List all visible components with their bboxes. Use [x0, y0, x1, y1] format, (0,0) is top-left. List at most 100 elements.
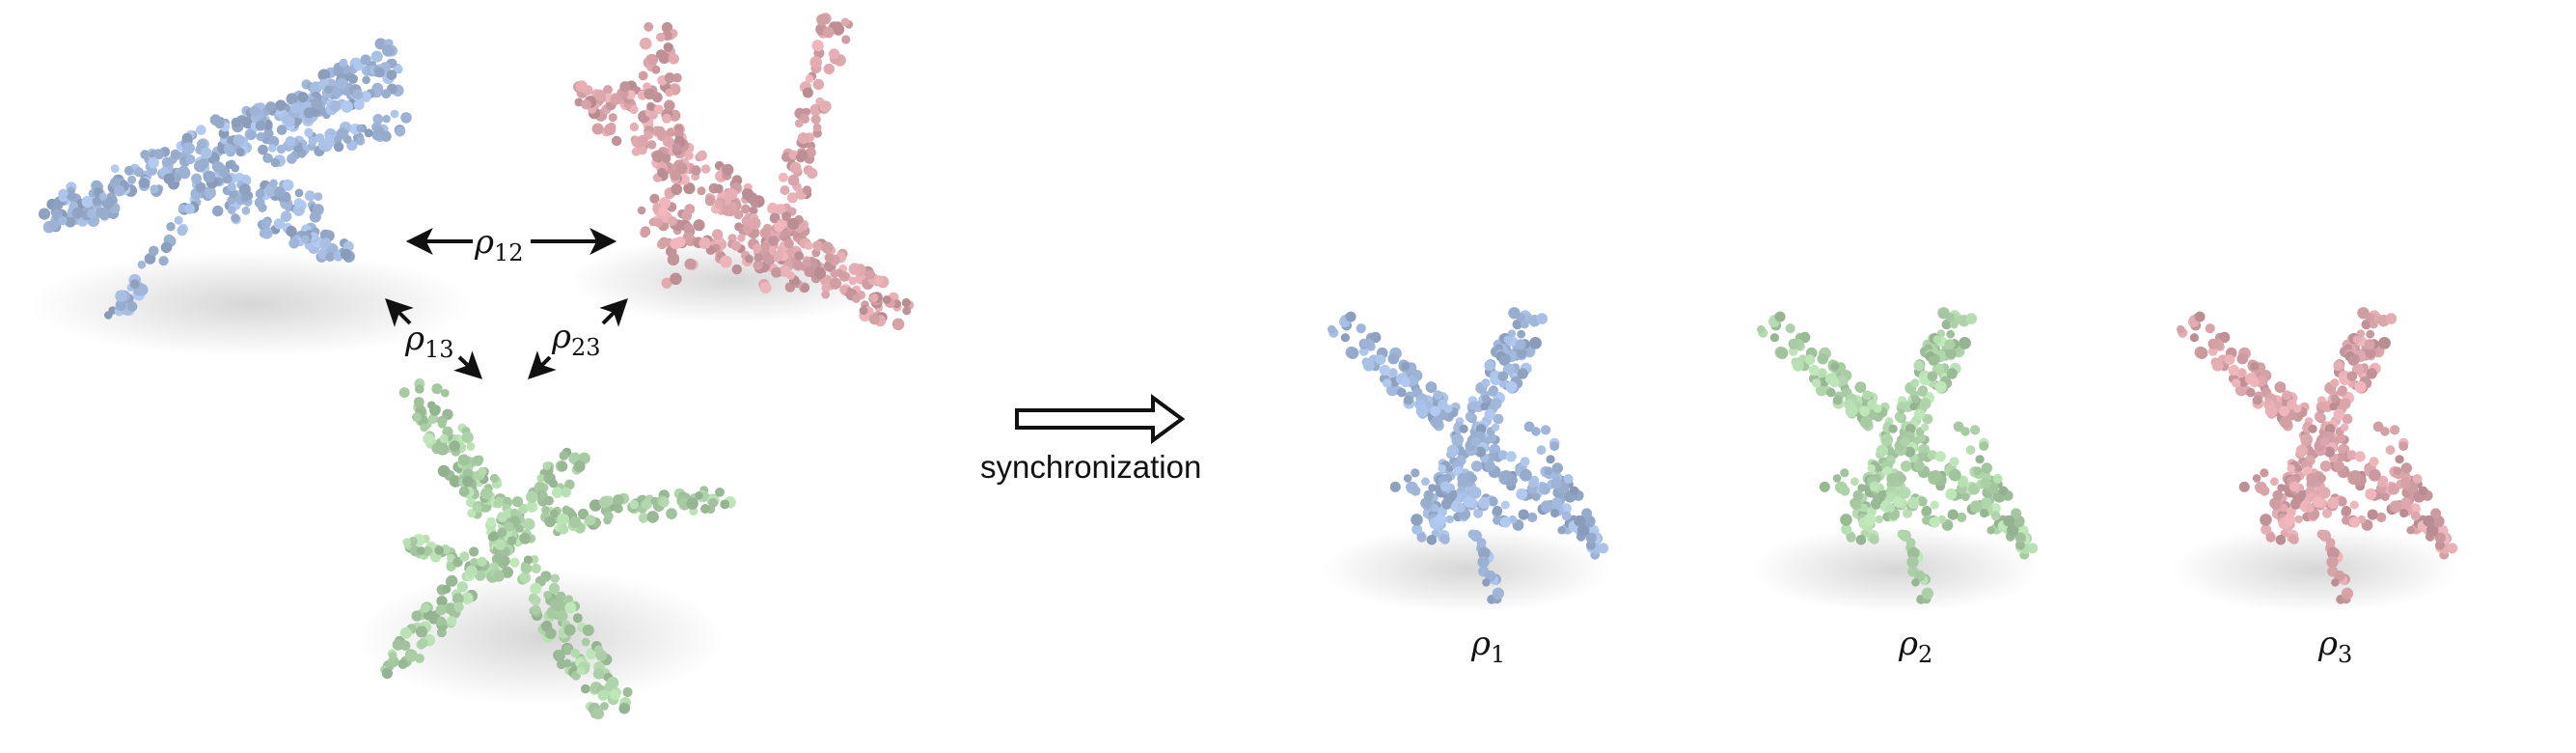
cloud-point — [1949, 457, 1959, 467]
cloud-point — [829, 277, 842, 290]
cloud-point — [1468, 401, 1478, 410]
pairwise-arrows — [385, 228, 628, 379]
point-cloud-plane-red — [573, 13, 915, 331]
cloud-point — [781, 211, 791, 221]
cloud-point — [2317, 401, 2326, 410]
cloud-point — [182, 142, 195, 155]
cloud-point — [2252, 474, 2261, 483]
cloud-point — [629, 499, 640, 510]
cloud-point — [1917, 386, 1928, 397]
cloud-point — [671, 142, 681, 152]
cloud-point — [2014, 532, 2026, 544]
cloud-point — [604, 124, 617, 136]
cloud-point — [1550, 477, 1563, 489]
cloud-point — [287, 153, 297, 164]
cloud-point — [661, 21, 673, 34]
cloud-point — [714, 200, 724, 209]
cloud-point — [1945, 348, 1957, 359]
cloud-point — [813, 266, 827, 279]
cloud-point — [1503, 335, 1513, 344]
cloud-point — [805, 74, 814, 83]
cloud-point — [265, 101, 277, 113]
cloud-point — [2232, 378, 2241, 388]
cloud-point — [135, 283, 149, 296]
cloud-point — [2376, 512, 2387, 523]
cloud-point — [1518, 509, 1529, 520]
label-rho-1: ρ1 — [1470, 625, 1505, 668]
cloud-point — [402, 538, 412, 546]
cloud-point — [2369, 320, 2378, 329]
cloud-point — [824, 253, 835, 263]
cloud-point — [446, 574, 458, 587]
cloud-point — [501, 566, 514, 578]
cloud-point — [2346, 371, 2358, 382]
cloud-point — [1888, 424, 1898, 433]
cloud-point — [2312, 496, 2324, 508]
cloud-point — [392, 638, 404, 651]
cloud-point — [562, 505, 571, 515]
cloud-point — [461, 592, 474, 604]
cloud-point — [1788, 347, 1798, 356]
cloud-point — [1941, 319, 1952, 330]
cloud-point — [2329, 402, 2338, 411]
cloud-point — [1387, 352, 1400, 365]
cloud-point — [523, 555, 534, 565]
cloud-point — [1517, 329, 1526, 339]
cloud-point — [1370, 331, 1382, 344]
cloud-point — [1832, 395, 1843, 405]
cloud-point — [1913, 360, 1925, 372]
cloud-point — [1428, 484, 1437, 492]
cloud-point — [197, 182, 206, 192]
cloud-point — [286, 225, 297, 237]
cloud-point — [360, 91, 371, 102]
cloud-point — [2337, 496, 2347, 507]
cloud-point — [1850, 497, 1861, 509]
cloud-point — [374, 67, 385, 78]
cloud-point — [551, 487, 563, 498]
cloud-point — [812, 123, 822, 132]
cloud-point — [1876, 444, 1889, 458]
cloud-point — [559, 451, 569, 460]
cloud-point — [2277, 484, 2286, 492]
cloud-point — [670, 169, 681, 181]
cloud-point — [1829, 377, 1840, 388]
cloud-point — [577, 508, 589, 520]
cloud-point — [1397, 387, 1407, 398]
cloud-point — [1505, 380, 1518, 393]
cloud-point — [1467, 529, 1478, 540]
cloud-point — [712, 229, 724, 240]
cloud-point — [670, 272, 682, 286]
cloud-point — [115, 299, 126, 311]
cloud-point — [700, 504, 710, 514]
cloud-point — [543, 591, 552, 600]
cloud-point — [1992, 474, 2003, 484]
cloud-point — [238, 183, 251, 196]
cloud-point — [2316, 529, 2327, 540]
cloud-point — [304, 190, 315, 202]
cloud-point — [2317, 474, 2326, 483]
cloud-point — [362, 75, 370, 85]
cloud-point — [859, 306, 868, 316]
cloud-point — [1862, 390, 1873, 401]
cloud-point — [1482, 578, 1491, 587]
cloud-point — [1804, 354, 1816, 365]
cloud-point — [759, 227, 771, 238]
cloud-point — [797, 132, 809, 145]
cloud-point — [308, 136, 317, 146]
cloud-point — [1875, 515, 1883, 524]
cloud-point — [496, 512, 507, 523]
cloud-point — [600, 702, 609, 711]
cloud-point — [2317, 487, 2331, 499]
cloud-point — [185, 154, 196, 164]
cloud-point — [564, 601, 577, 614]
cloud-point — [2341, 505, 2352, 516]
cloud-point — [2333, 460, 2344, 472]
cloud-point — [1457, 503, 1466, 513]
arrow-13-down — [453, 350, 483, 379]
cloud-point — [1401, 362, 1411, 371]
cloud-point — [469, 546, 480, 557]
cloud-point — [196, 125, 206, 135]
cloud-point — [1832, 474, 1842, 483]
cloud-point — [821, 290, 831, 299]
cloud-point — [1830, 362, 1840, 371]
